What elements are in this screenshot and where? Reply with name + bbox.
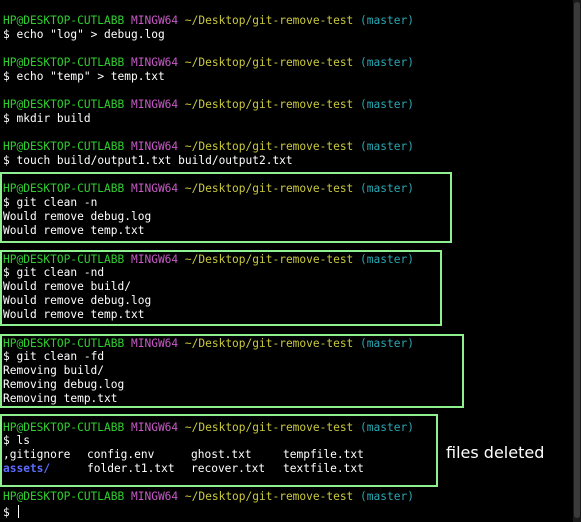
prompt-system: MINGW64: [131, 421, 179, 434]
command-text: touch build/output1.txt build/output2.tx…: [16, 154, 293, 167]
prompt-line: HP@DESKTOP-CUTLABB MINGW64 ~/Desktop/git…: [3, 14, 414, 28]
prompt-user: HP@DESKTOP-CUTLABB: [3, 337, 125, 350]
prompt-system: MINGW64: [131, 490, 179, 503]
output-line: Would remove temp.txt: [3, 224, 145, 237]
ls-entry: ghost.txt: [191, 448, 252, 461]
prompt-user: HP@DESKTOP-CUTLABB: [3, 421, 125, 434]
prompt-symbol: $: [3, 434, 10, 447]
prompt-path: ~/Desktop/git-remove-test: [184, 421, 354, 434]
prompt-line: HP@DESKTOP-CUTLABB MINGW64 ~/Desktop/git…: [3, 182, 414, 196]
ls-entry: textfile.txt: [283, 462, 364, 475]
prompt-path: ~/Desktop/git-remove-test: [184, 490, 354, 503]
prompt-line: HP@DESKTOP-CUTLABB MINGW64 ~/Desktop/git…: [3, 337, 414, 351]
prompt-symbol: $: [3, 112, 10, 125]
output-line: Removing build/: [3, 364, 105, 377]
prompt-branch: (master): [360, 182, 414, 195]
prompt-path: ~/Desktop/git-remove-test: [184, 14, 354, 27]
prompt-branch: (master): [360, 56, 414, 69]
vertical-scrollbar[interactable]: [573, 0, 581, 522]
output-line: Removing debug.log: [3, 378, 125, 391]
prompt-branch: (master): [360, 253, 414, 266]
ls-entry-directory: assets/: [3, 462, 51, 475]
ls-entry: folder.t1.txt: [87, 462, 175, 475]
command-text: git clean -nd: [16, 266, 105, 279]
output-line: Would remove debug.log: [3, 210, 152, 223]
command-text: ls: [16, 434, 30, 447]
prompt-system: MINGW64: [131, 140, 179, 153]
prompt-system: MINGW64: [131, 182, 179, 195]
prompt-line: HP@DESKTOP-CUTLABB MINGW64 ~/Desktop/git…: [3, 140, 414, 154]
ls-entry: ,gitignore: [3, 448, 71, 461]
prompt-branch: (master): [360, 14, 414, 27]
command-line: $ mkdir build: [3, 112, 91, 126]
prompt-branch: (master): [360, 421, 414, 434]
output-line: Would remove build/: [3, 280, 131, 293]
highlight-box-clean-nd: [0, 250, 442, 326]
prompt-path: ~/Desktop/git-remove-test: [184, 337, 354, 350]
prompt-user: HP@DESKTOP-CUTLABB: [3, 56, 125, 69]
prompt-path: ~/Desktop/git-remove-test: [184, 98, 354, 111]
ls-entry: config.env: [87, 448, 155, 461]
prompt-system: MINGW64: [131, 337, 179, 350]
scrollbar-thumb[interactable]: [574, 2, 580, 518]
command-line: $ ls: [3, 434, 30, 448]
files-deleted-annotation: files deleted: [446, 443, 545, 462]
prompt-path: ~/Desktop/git-remove-test: [184, 56, 354, 69]
highlight-box-clean-fd: [0, 334, 464, 408]
prompt-system: MINGW64: [131, 56, 179, 69]
prompt-path: ~/Desktop/git-remove-test: [184, 140, 354, 153]
command-text: git clean -fd: [16, 350, 105, 363]
prompt-line: HP@DESKTOP-CUTLABB MINGW64 ~/Desktop/git…: [3, 253, 414, 267]
command-text: git clean -n: [16, 196, 98, 209]
prompt-path: ~/Desktop/git-remove-test: [184, 253, 354, 266]
prompt-branch: (master): [360, 337, 414, 350]
prompt-symbol: $: [3, 350, 10, 363]
prompt-user: HP@DESKTOP-CUTLABB: [3, 14, 125, 27]
input-line[interactable]: $: [3, 505, 19, 519]
command-text: mkdir build: [16, 112, 91, 125]
prompt-branch: (master): [360, 490, 414, 503]
prompt-symbol: $: [3, 506, 10, 519]
prompt-path: ~/Desktop/git-remove-test: [184, 182, 354, 195]
prompt-system: MINGW64: [131, 14, 179, 27]
command-line: $ git clean -nd: [3, 266, 104, 280]
prompt-symbol: $: [3, 266, 10, 279]
prompt-user: HP@DESKTOP-CUTLABB: [3, 490, 125, 503]
text-cursor[interactable]: [17, 505, 19, 518]
prompt-branch: (master): [360, 140, 414, 153]
prompt-symbol: $: [3, 196, 10, 209]
prompt-line: HP@DESKTOP-CUTLABB MINGW64 ~/Desktop/git…: [3, 490, 414, 504]
command-line: $ touch build/output1.txt build/output2.…: [3, 154, 293, 168]
command-text: echo "temp" > temp.txt: [16, 70, 165, 83]
output-line: Removing temp.txt: [3, 392, 118, 405]
prompt-line: HP@DESKTOP-CUTLABB MINGW64 ~/Desktop/git…: [3, 98, 414, 112]
highlight-box-clean-n: [0, 172, 452, 243]
prompt-system: MINGW64: [131, 253, 179, 266]
prompt-symbol: $: [3, 154, 10, 167]
ls-entry: tempfile.txt: [283, 448, 364, 461]
output-line: Would remove temp.txt: [3, 308, 145, 321]
ls-entry: recover.txt: [191, 462, 266, 475]
prompt-branch: (master): [360, 98, 414, 111]
prompt-symbol: $: [3, 28, 10, 41]
command-line: $ git clean -n: [3, 196, 97, 210]
prompt-user: HP@DESKTOP-CUTLABB: [3, 253, 125, 266]
command-text: echo "log" > debug.log: [16, 28, 165, 41]
prompt-system: MINGW64: [131, 98, 179, 111]
prompt-user: HP@DESKTOP-CUTLABB: [3, 182, 125, 195]
prompt-user: HP@DESKTOP-CUTLABB: [3, 140, 125, 153]
prompt-symbol: $: [3, 70, 10, 83]
command-line: $ echo "temp" > temp.txt: [3, 70, 165, 84]
prompt-user: HP@DESKTOP-CUTLABB: [3, 98, 125, 111]
command-line: $ git clean -fd: [3, 350, 104, 364]
command-line: $ echo "log" > debug.log: [3, 28, 165, 42]
highlight-box-ls: [0, 414, 438, 487]
output-line: Would remove debug.log: [3, 294, 152, 307]
prompt-line: HP@DESKTOP-CUTLABB MINGW64 ~/Desktop/git…: [3, 56, 414, 70]
prompt-line: HP@DESKTOP-CUTLABB MINGW64 ~/Desktop/git…: [3, 421, 414, 435]
